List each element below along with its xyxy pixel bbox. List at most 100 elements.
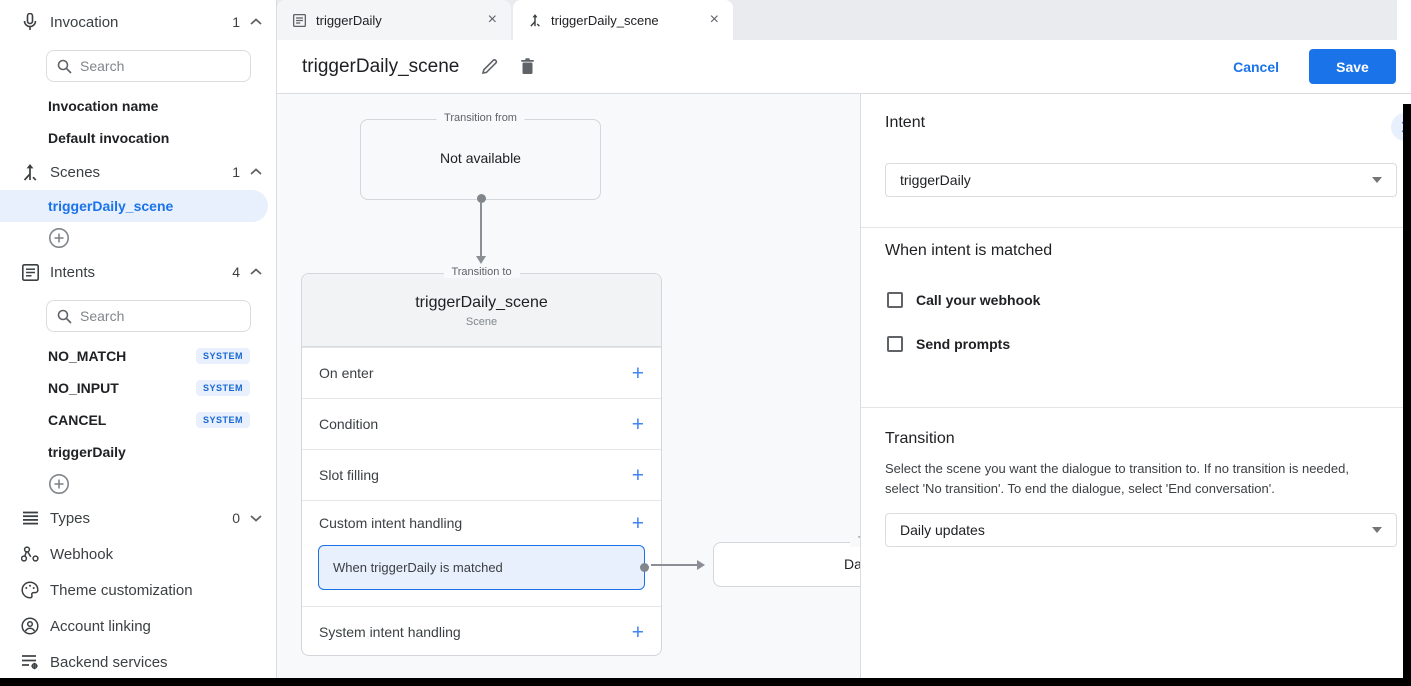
- cancel-button[interactable]: Cancel: [1233, 58, 1279, 75]
- add-icon[interactable]: +: [631, 463, 644, 487]
- search-input[interactable]: [80, 308, 230, 324]
- scene-row-on-enter[interactable]: On enter +: [302, 347, 661, 398]
- sidebar-item-triggerdaily-scene[interactable]: triggerDaily_scene: [0, 190, 268, 222]
- search-input[interactable]: [80, 58, 230, 74]
- save-button[interactable]: Save: [1309, 49, 1396, 84]
- scene-row-system-intent-handling[interactable]: System intent handling +: [302, 606, 661, 657]
- screen-edge: [0, 678, 1411, 686]
- divider: [861, 407, 1411, 408]
- transition-from-legend: Transition from: [436, 112, 525, 124]
- search-icon: [57, 309, 72, 324]
- caret-down-icon: [1372, 527, 1382, 533]
- sidebar-section-scenes[interactable]: Scenes 1: [0, 156, 276, 188]
- checkbox[interactable]: [887, 292, 903, 308]
- chevron-up-icon[interactable]: [250, 18, 262, 26]
- transition-from-content: Not available: [440, 150, 521, 166]
- section-count: 1: [232, 14, 240, 30]
- tab-triggerdaily[interactable]: triggerDaily ×: [277, 0, 511, 40]
- intent-handler-chip[interactable]: When triggerDaily is matched: [318, 545, 649, 590]
- send-prompts-checkbox-row[interactable]: Send prompts: [887, 336, 1010, 352]
- sidebar-item-webhook[interactable]: Webhook: [0, 538, 276, 570]
- intents-search[interactable]: [46, 300, 251, 332]
- add-icon[interactable]: +: [631, 620, 644, 644]
- add-icon[interactable]: +: [631, 412, 644, 436]
- section-count: 0: [232, 510, 240, 526]
- sidebar-item-backend-services[interactable]: Backend services: [0, 646, 276, 678]
- tab-triggerdaily-scene[interactable]: triggerDaily_scene ×: [513, 0, 733, 40]
- sidebar-section-types[interactable]: Types 0: [0, 502, 276, 534]
- section-label: Invocation: [50, 13, 119, 31]
- when-matched-heading: When intent is matched: [885, 242, 1053, 259]
- scene-card-header[interactable]: triggerDaily_scene Scene: [302, 274, 661, 347]
- transition-to-legend: Transition to: [443, 266, 520, 278]
- next-transition-content: Dail: [844, 556, 860, 572]
- backend-services-icon: [20, 652, 40, 672]
- sidebar-item-no-input[interactable]: NO_INPUT SYSTEM: [0, 372, 276, 404]
- section-label: Intents: [50, 263, 96, 281]
- add-intent-button[interactable]: [48, 473, 70, 495]
- sidebar-section-intents[interactable]: Intents 4: [0, 256, 276, 288]
- scene-card-title: triggerDaily_scene: [415, 294, 548, 311]
- sidebar-item-account-linking[interactable]: Account linking: [0, 610, 276, 642]
- caret-down-icon: [1372, 177, 1382, 183]
- sidebar: Invocation 1 Invocation name Default inv…: [0, 0, 277, 678]
- add-icon[interactable]: +: [631, 361, 644, 385]
- sidebar-section-invocation[interactable]: Invocation 1: [0, 6, 276, 38]
- sidebar-item-default-invocation[interactable]: Default invocation: [48, 130, 170, 146]
- chevron-down-icon[interactable]: [250, 514, 262, 522]
- intents-icon: [20, 262, 40, 282]
- sidebar-item-no-match[interactable]: NO_MATCH SYSTEM: [0, 340, 276, 372]
- transition-heading: Transition: [885, 430, 955, 447]
- scene-diagram-canvas: Transition from Not available Transition…: [277, 94, 860, 678]
- section-label: Types: [50, 509, 91, 527]
- transition-description: Select the scene you want the dialogue t…: [885, 461, 1349, 497]
- page-header: triggerDaily_scene Cancel Save: [277, 40, 1411, 94]
- scene-icon: [20, 162, 40, 182]
- chevron-up-icon[interactable]: [250, 168, 262, 176]
- next-transition-box: Tr Dail: [713, 535, 860, 587]
- sidebar-item-triggerdaily[interactable]: triggerDaily: [48, 444, 126, 460]
- sidebar-item-theme-customization[interactable]: Theme customization: [0, 574, 276, 606]
- checkbox[interactable]: [887, 336, 903, 352]
- connector-dot: [640, 563, 649, 572]
- tab-bar: triggerDaily × triggerDaily_scene ×: [277, 0, 1397, 40]
- chevron-up-icon[interactable]: [250, 268, 262, 276]
- scene-row-slot-filling[interactable]: Slot filling +: [302, 449, 661, 500]
- arrowhead-down-icon: [476, 256, 486, 264]
- transition-from-box: Transition from Not available: [360, 112, 601, 200]
- close-icon[interactable]: ×: [487, 11, 497, 28]
- section-count: 1: [232, 164, 240, 180]
- transition-to-card: Transition to triggerDaily_scene Scene O…: [301, 266, 662, 657]
- call-webhook-checkbox-row[interactable]: Call your webhook: [887, 292, 1040, 308]
- sidebar-item-cancel[interactable]: CANCEL SYSTEM: [0, 404, 276, 436]
- divider: [861, 227, 1411, 228]
- add-icon[interactable]: +: [631, 511, 644, 535]
- connector-dot: [477, 194, 486, 203]
- connector-line: [651, 564, 697, 566]
- connector-line: [480, 202, 482, 256]
- section-label: Scenes: [50, 163, 101, 181]
- intent-heading: Intent: [885, 114, 926, 131]
- transition-select[interactable]: Daily updates: [885, 513, 1397, 547]
- scene-row-condition[interactable]: Condition +: [302, 398, 661, 449]
- page-title: triggerDaily_scene: [302, 55, 460, 77]
- microphone-icon: [20, 12, 40, 32]
- system-badge: SYSTEM: [195, 348, 250, 364]
- screen-edge: [1403, 104, 1411, 686]
- close-icon[interactable]: ×: [709, 11, 719, 28]
- scene-icon: [529, 13, 541, 27]
- invocation-search[interactable]: [46, 50, 251, 82]
- intent-icon: [293, 13, 306, 27]
- system-badge: SYSTEM: [195, 412, 250, 428]
- webhook-icon: [20, 544, 40, 564]
- system-badge: SYSTEM: [195, 380, 250, 396]
- intent-select[interactable]: triggerDaily: [885, 163, 1397, 197]
- sidebar-item-invocation-name[interactable]: Invocation name: [48, 98, 159, 114]
- delete-icon[interactable]: [520, 58, 535, 75]
- edit-icon[interactable]: [481, 58, 498, 75]
- next-transition-legend: Tr: [850, 535, 860, 547]
- search-icon: [57, 59, 72, 74]
- intent-editor-panel: Intent triggerDaily When intent is match…: [860, 94, 1411, 678]
- add-scene-button[interactable]: [48, 227, 70, 249]
